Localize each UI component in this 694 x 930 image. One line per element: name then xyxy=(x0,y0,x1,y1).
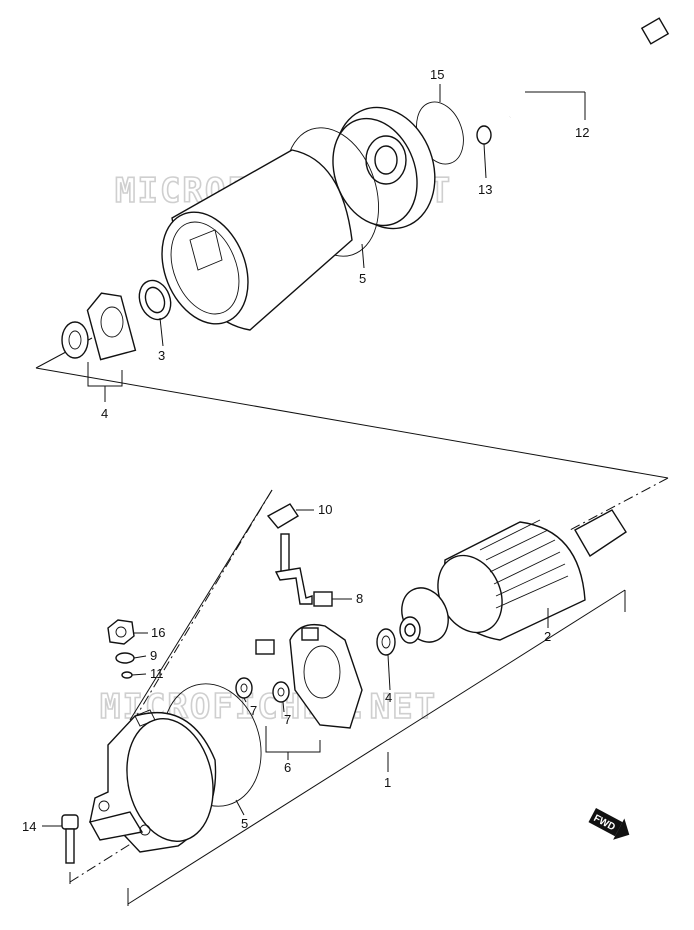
callout-2: 2 xyxy=(544,629,551,644)
callout-7-b: 7 xyxy=(284,712,291,727)
callout-13: 13 xyxy=(478,182,492,197)
front-housing-part xyxy=(88,709,217,853)
top-callout-lines xyxy=(87,84,586,402)
callout-5-bottom: 5 xyxy=(241,816,248,831)
callout-5-top: 5 xyxy=(359,271,366,286)
insulators-7-part xyxy=(235,677,290,703)
terminal-lead-8-part xyxy=(274,533,333,607)
callout-8: 8 xyxy=(356,591,363,606)
shim-plates-4-part xyxy=(61,292,137,361)
callout-11: 11 xyxy=(150,666,164,681)
callout-9: 9 xyxy=(150,648,157,663)
callout-14: 14 xyxy=(22,819,36,834)
fwd-arrow-badge: FWD xyxy=(588,808,630,840)
brush-holder-6-part xyxy=(255,623,363,729)
callout-7-a: 7 xyxy=(250,703,257,718)
callout-4-top: 4 xyxy=(101,406,108,421)
washer-9-part xyxy=(115,652,135,664)
long-bolt-part xyxy=(509,17,670,119)
top-frame-lines xyxy=(35,337,669,479)
armature-2-part xyxy=(399,509,627,644)
bottom-callout-lines xyxy=(42,509,549,827)
washer-4-mid-part xyxy=(376,628,396,656)
nut-16-part xyxy=(107,619,135,645)
nut-10-part xyxy=(266,503,299,529)
callout-6: 6 xyxy=(284,760,291,775)
callout-16: 16 xyxy=(151,625,165,640)
callout-10: 10 xyxy=(318,502,332,517)
bearing-3-part xyxy=(138,279,172,321)
callout-labels: 15 12 13 5 3 4 10 8 16 2 9 11 4 7 7 6 1 … xyxy=(22,67,589,834)
callout-4-mid: 4 xyxy=(385,690,392,705)
bottom-frame-lines xyxy=(69,477,669,906)
callout-1: 1 xyxy=(384,775,391,790)
yoke-housing-part xyxy=(161,149,353,331)
bolt-14-part xyxy=(61,814,79,864)
rear-cover-part xyxy=(332,106,436,230)
washer-11-part xyxy=(121,671,133,679)
washer-13-part xyxy=(476,125,492,145)
callout-3: 3 xyxy=(158,348,165,363)
callout-12: 12 xyxy=(575,125,589,140)
callout-15: 15 xyxy=(430,67,444,82)
